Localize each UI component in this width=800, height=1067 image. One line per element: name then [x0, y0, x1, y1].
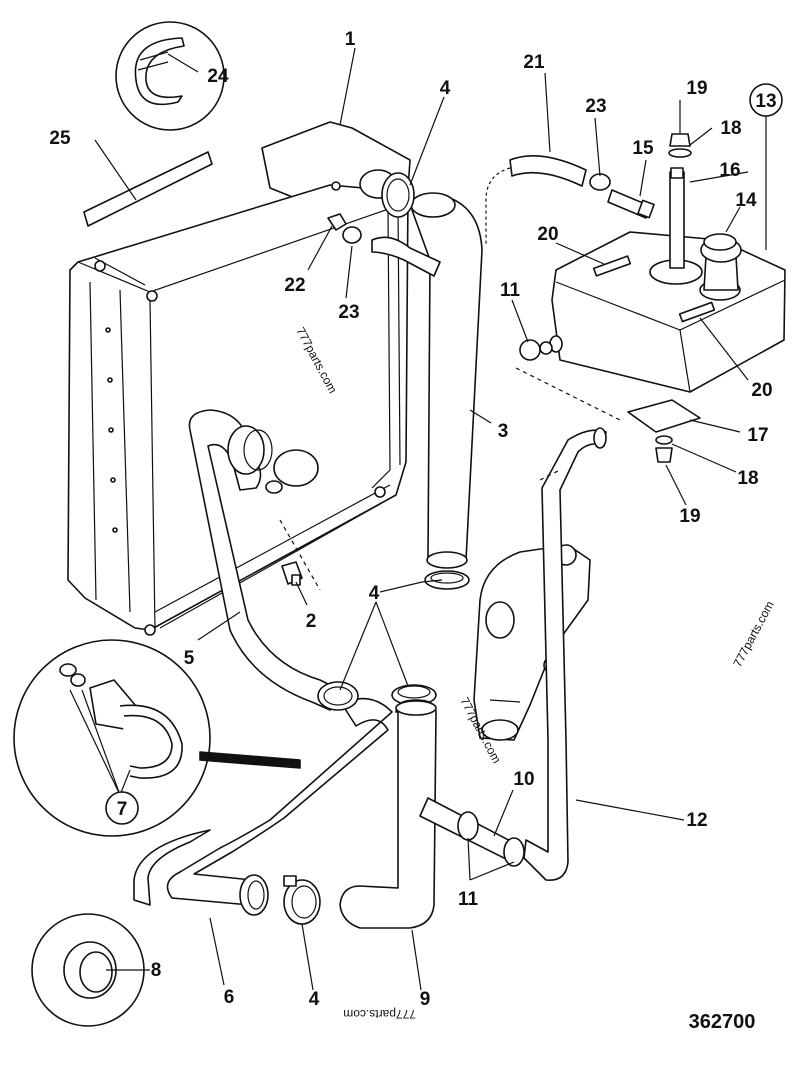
- tank-return-hose: [523, 427, 607, 881]
- hose-clamp-top: [381, 172, 415, 218]
- foam-strip: [83, 151, 213, 227]
- water-pump-housing: [473, 544, 591, 741]
- callout-20-left: 20: [537, 224, 558, 245]
- callout-11-pipe: 11: [458, 889, 479, 910]
- figure-reference: 362700: [689, 1011, 756, 1033]
- callout-4-bottom: 4: [309, 989, 320, 1010]
- callout-19-bottom: 19: [679, 506, 700, 527]
- callout-24: 24: [207, 66, 229, 87]
- callout-11-tank: 11: [500, 280, 521, 301]
- callout-labels: 1 2 3 4 4 4 5 6 7 8 9 10 11 11 12 13 14 …: [49, 29, 783, 1010]
- callout-25: 25: [49, 128, 71, 149]
- overflow-hose: [485, 155, 587, 246]
- callout-4-middle: 4: [369, 583, 380, 604]
- callout-13: 13: [755, 91, 776, 112]
- callout-7: 7: [117, 799, 128, 820]
- connector-pipe: [419, 797, 525, 867]
- hose-clamp-upper-hose-bottom: [424, 570, 470, 590]
- callout-13-circle: [749, 83, 783, 117]
- mounting-pad: [627, 399, 701, 433]
- callout-22: 22: [284, 275, 305, 296]
- callout-12: 12: [686, 810, 707, 831]
- inset-strap: [115, 21, 225, 131]
- callout-3: 3: [498, 421, 509, 442]
- callout-5: 5: [184, 648, 195, 669]
- j-hose: [339, 699, 437, 929]
- callout-21: 21: [523, 52, 545, 73]
- callout-15: 15: [632, 138, 654, 159]
- callout-2: 2: [306, 611, 317, 632]
- upper-radiator-hose: [410, 192, 483, 569]
- inset-u-bolt: [13, 639, 301, 837]
- lower-radiator-hose: [188, 409, 341, 711]
- hose-clamp-overflow: [589, 173, 611, 191]
- callout-14: 14: [735, 190, 757, 211]
- hose-clamp-lower-left: [317, 681, 359, 711]
- drain-plug: [281, 561, 303, 586]
- leader-lines: [69, 47, 767, 991]
- callout-9: 9: [420, 989, 431, 1010]
- callout-4-top: 4: [440, 78, 451, 99]
- callout-20-right: 20: [751, 380, 772, 401]
- assembly-guide-lines: [279, 367, 621, 591]
- callout-10: 10: [513, 769, 534, 790]
- callout-18-bottom: 18: [737, 468, 758, 489]
- callout-23-right: 23: [585, 96, 606, 117]
- callout-6: 6: [224, 987, 235, 1008]
- callout-18-top: 18: [720, 118, 741, 139]
- callout-19-top: 19: [686, 78, 707, 99]
- hose-clamp-tank: [519, 339, 553, 361]
- overflow-pipe: [327, 213, 441, 277]
- watermark-bottom: 777parts.com: [343, 1007, 416, 1021]
- callout-16: 16: [719, 160, 740, 181]
- callout-17: 17: [747, 425, 768, 446]
- callout-23-left: 23: [338, 302, 359, 323]
- watermark-right: 777parts.com: [730, 599, 776, 670]
- hose-fitting: [607, 189, 655, 219]
- inset-grommet: [31, 913, 145, 1027]
- hose-clamp-loose: [283, 875, 321, 925]
- top-nut-washer: [668, 133, 692, 158]
- callout-7-circle: [105, 791, 139, 825]
- callout-8: 8: [151, 960, 162, 981]
- bottom-nut-washer: [655, 435, 673, 463]
- tank-rod: [669, 167, 685, 269]
- bypass-pipe: [133, 697, 393, 916]
- callout-1: 1: [345, 29, 356, 50]
